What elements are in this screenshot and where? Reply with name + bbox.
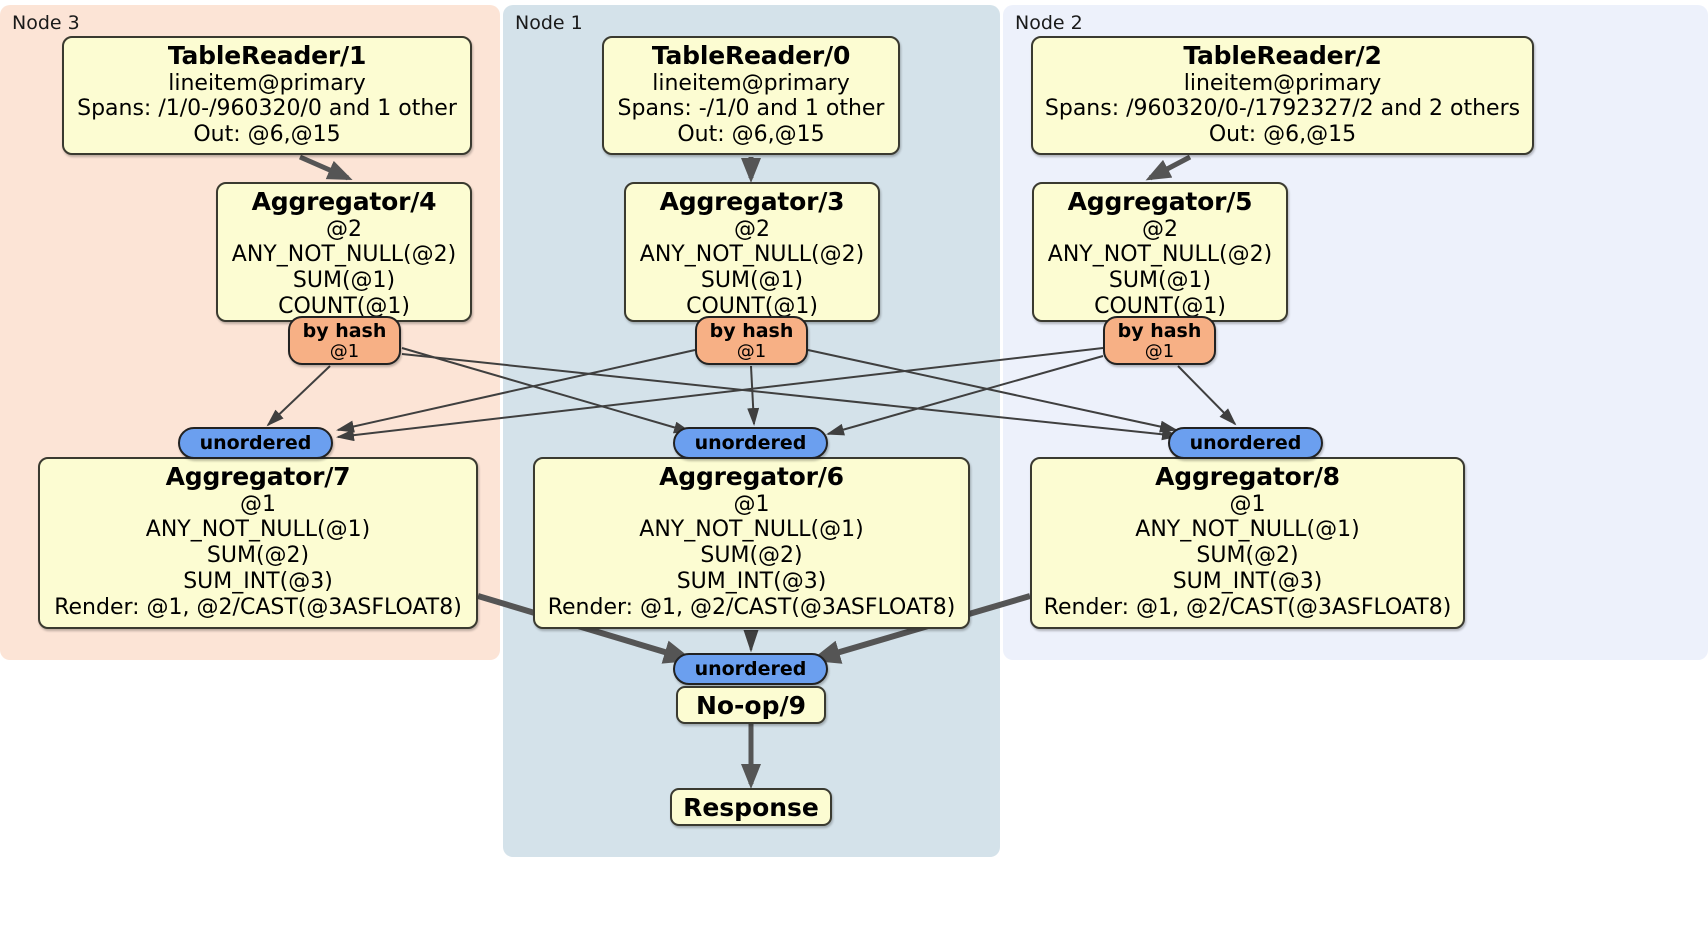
processor-detail-line: @1 [240,491,276,517]
processor-detail-line: @2 [326,216,362,242]
router-sublabel: @1 [1144,340,1175,362]
processor-detail-line: SUM(@1) [292,268,396,294]
processor-detail-line: Render: @1, @2/CAST(@3ASFLOAT8) [1043,595,1452,621]
node-label-node3: Node 3 [12,12,80,34]
terminal-response[interactable]: Response [670,788,832,826]
processor-detail-line: Spans: /960320/0-/1792327/2 and 2 others [1044,96,1521,122]
processor-detail-line: ANY_NOT_NULL(@2) [231,242,457,268]
processor-detail-line: Out: @6,@15 [193,122,341,148]
processor-title: TableReader/0 [651,41,851,70]
processor-detail-line: Spans: -/1/0 and 1 other [617,96,885,122]
processor-detail-line: Render: @1, @2/CAST(@3ASFLOAT8) [547,595,956,621]
processor-detail-line: ANY_NOT_NULL(@1) [145,517,371,543]
router-unord9[interactable]: unordered [673,653,828,685]
processor-detail-line: Out: @6,@15 [1208,122,1357,148]
processor-detail-line: SUM(@2) [700,543,803,569]
router-hash3[interactable]: by hash@1 [695,316,808,365]
processor-detail-line: ANY_NOT_NULL(@2) [1047,242,1273,268]
processor-detail-line: COUNT(@1) [278,294,410,320]
node-label-node1: Node 1 [515,12,583,34]
processor-title: TableReader/2 [1183,41,1382,70]
processor-detail-line: @2 [734,216,770,242]
processor-detail-line: SUM_INT(@3) [1172,569,1323,595]
router-hash4[interactable]: by hash@1 [288,316,401,365]
router-hash5[interactable]: by hash@1 [1103,316,1216,365]
router-label: by hash [1117,320,1202,342]
processor-title: TableReader/1 [167,41,367,70]
node-label-node2: Node 2 [1015,12,1083,34]
processor-detail-line: @2 [1142,216,1178,242]
processor-title: Aggregator/7 [165,462,351,491]
router-unord8[interactable]: unordered [1168,427,1323,459]
processor-detail-line: SUM(@1) [700,268,804,294]
router-label: by hash [709,320,794,342]
router-label: unordered [694,657,807,680]
router-unord7[interactable]: unordered [178,427,333,459]
router-sublabel: @1 [329,340,360,362]
processor-detail-line: ANY_NOT_NULL(@2) [639,242,865,268]
processor-title: Aggregator/3 [659,187,845,216]
processor-title: Aggregator/4 [251,187,437,216]
processor-detail-line: ANY_NOT_NULL(@1) [1135,517,1360,543]
router-label: unordered [694,431,807,454]
processor-detail-line: SUM_INT(@3) [183,569,333,595]
terminal-noop9[interactable]: No-op/9 [676,686,826,724]
processor-detail-line: COUNT(@1) [686,294,818,320]
processor-detail-line: SUM(@1) [1108,268,1212,294]
processor-detail-line: Out: @6,@15 [677,122,825,148]
router-label: unordered [1189,431,1302,454]
router-unord6[interactable]: unordered [673,427,828,459]
processor-title: Aggregator/8 [1155,462,1340,491]
router-label: by hash [302,320,387,342]
router-sublabel: @1 [736,340,767,362]
processor-detail-line: lineitem@primary [1183,70,1382,96]
processor-title: Aggregator/6 [659,462,844,491]
processor-detail-line: ANY_NOT_NULL(@1) [639,517,864,543]
processor-title: Aggregator/5 [1067,187,1253,216]
processor-detail-line: @1 [733,491,770,517]
processor-detail-line: Spans: /1/0-/960320/0 and 1 other [77,96,457,122]
processor-detail-line: COUNT(@1) [1094,294,1226,320]
processor-detail-line: SUM_INT(@3) [676,569,827,595]
processor-detail-line: @1 [1229,491,1266,517]
processor-detail-line: lineitem@primary [168,70,366,96]
processor-detail-line: lineitem@primary [652,70,850,96]
processor-detail-line: SUM(@2) [1196,543,1299,569]
router-label: unordered [199,431,312,454]
processor-detail-line: SUM(@2) [206,543,310,569]
processor-detail-line: Render: @1, @2/CAST(@3ASFLOAT8) [54,595,462,621]
